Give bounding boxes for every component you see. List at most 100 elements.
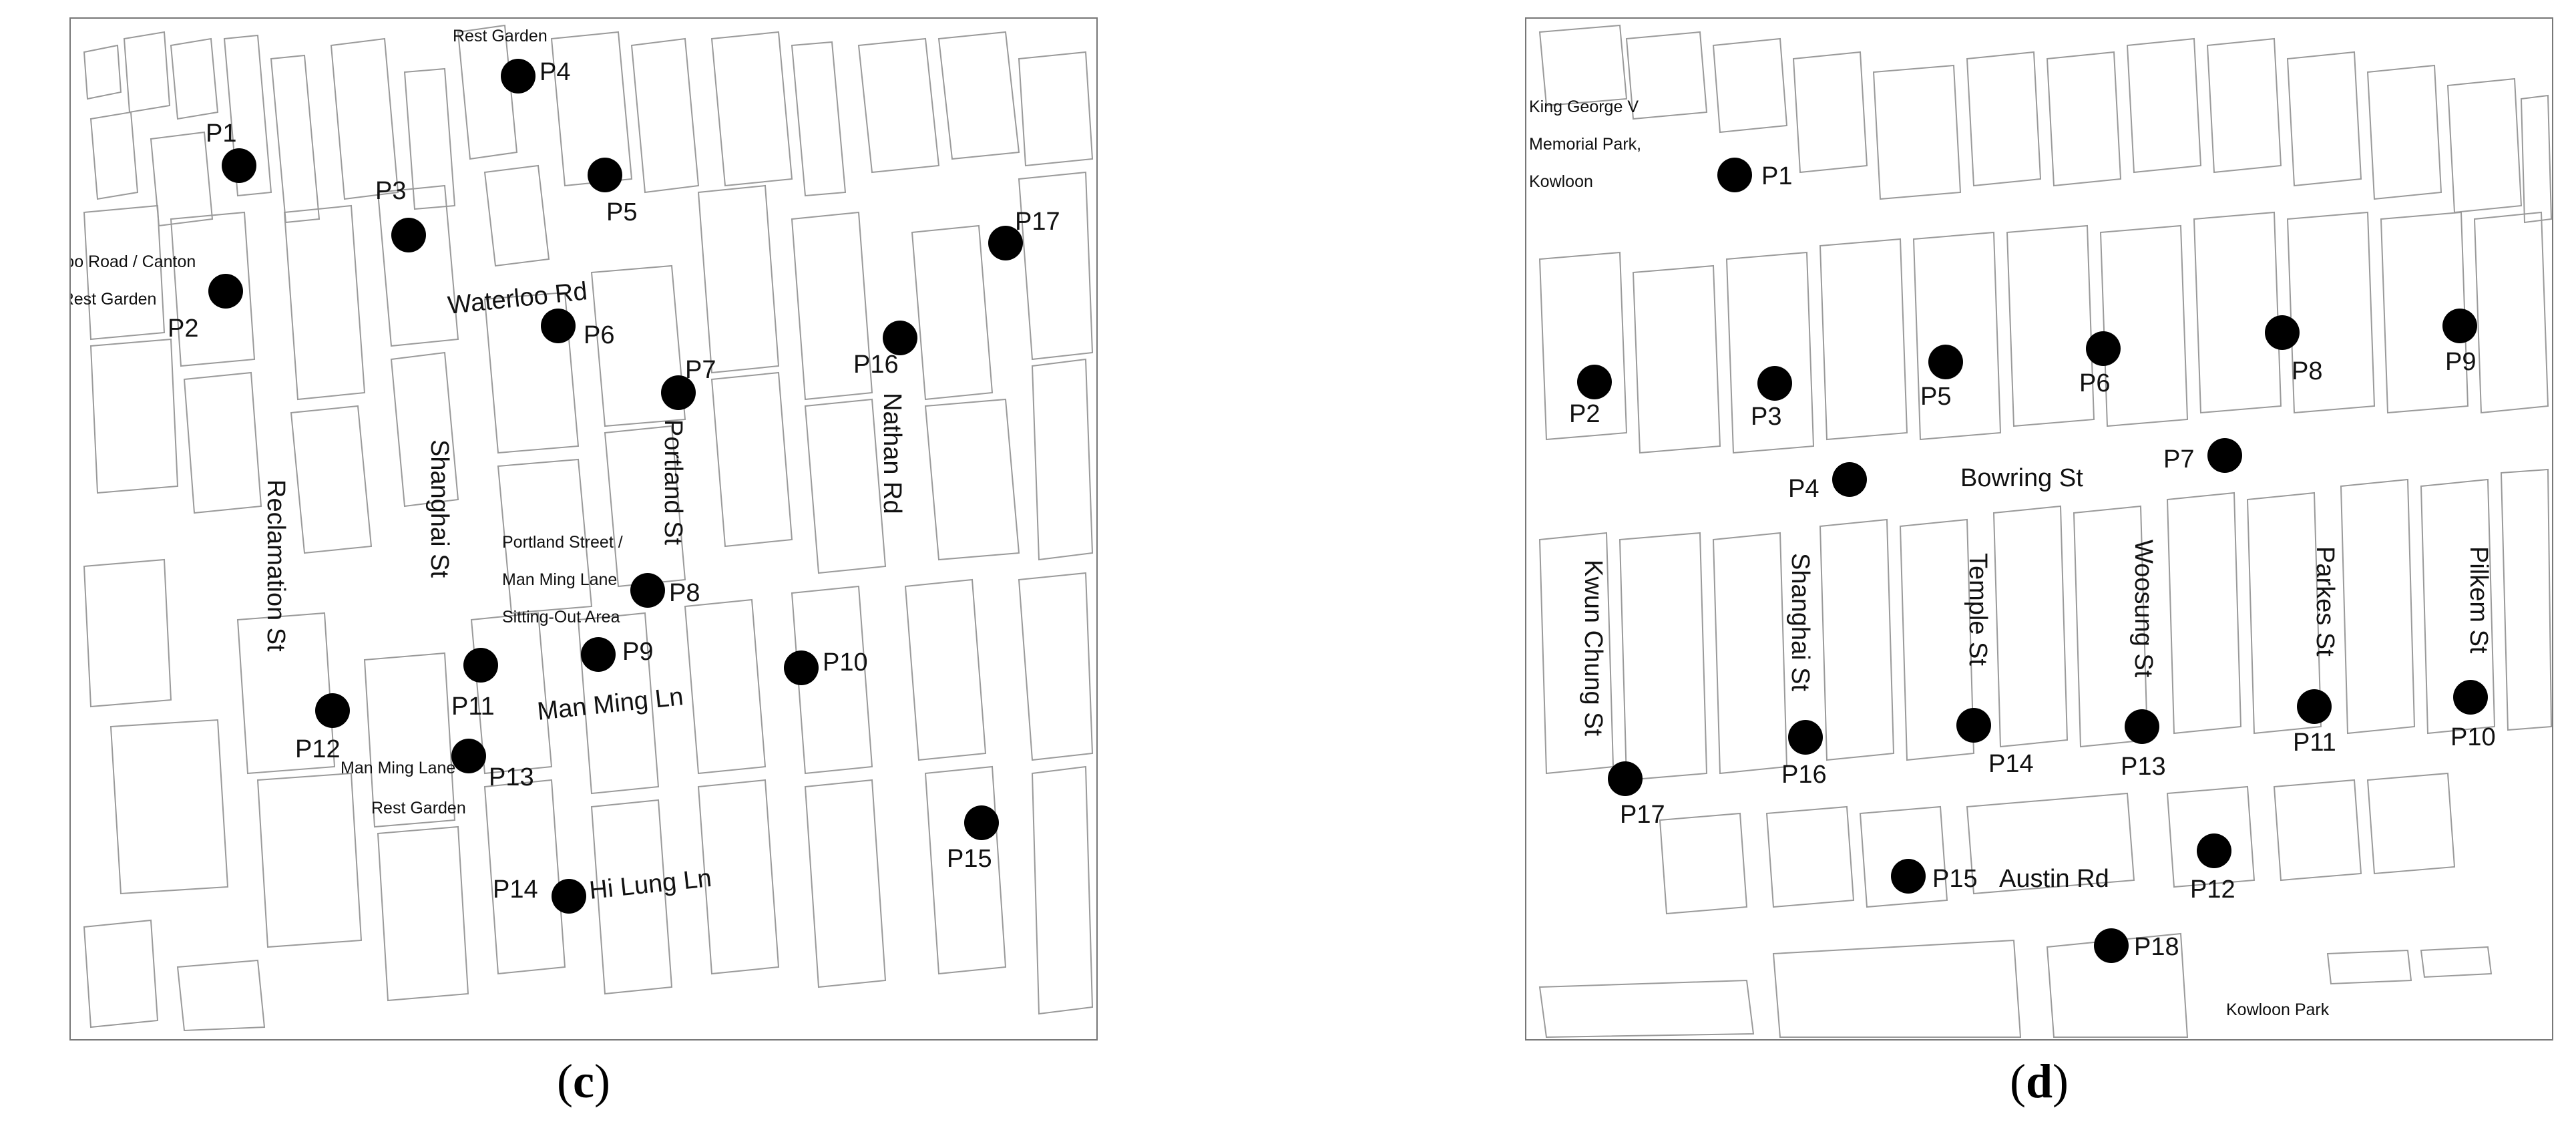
building-outlines-d [1538, 24, 2552, 1039]
point-marker-d-P1 [1717, 158, 1752, 192]
point-label-d-P3: P3 [1751, 403, 1781, 431]
caption-d-close-paren: ) [2053, 1055, 2069, 1108]
point-label-c-P8: P8 [669, 579, 700, 607]
point-labels-d: P1 P2 P3 P4 P5 P6 P7 P8 P9 P10 P11 P12 P… [1569, 162, 2496, 961]
point-markers-c [208, 59, 1023, 914]
point-label-c-P16: P16 [853, 351, 899, 379]
street-label-temple-st: Temple St [1964, 553, 1992, 666]
place-label-king-george-line1: King George V [1529, 98, 1639, 116]
place-label-king-george-line3: Kowloon [1529, 172, 1593, 191]
place-label-portland-man-ming-line3: Sitting-Out Area [502, 608, 620, 626]
map-panel-c: P1 P2 P3 P4 P5 P6 P7 P8 P9 P10 P11 P12 P… [69, 17, 1098, 1041]
point-label-c-P12: P12 [295, 735, 341, 763]
caption-c-close-paren: ) [594, 1055, 610, 1108]
point-marker-c-P2 [208, 274, 243, 309]
place-labels-c: Rest Garden Waterloo Road / Canton Road … [71, 27, 623, 817]
point-label-c-P6: P6 [584, 321, 614, 349]
point-marker-c-P8 [630, 573, 665, 608]
caption-c-letter: c [573, 1055, 594, 1108]
street-label-hi-lung-ln: Hi Lung Ln [588, 864, 713, 905]
point-label-c-P3: P3 [375, 177, 406, 205]
point-label-d-P11: P11 [2293, 729, 2336, 757]
point-marker-d-P4 [1832, 462, 1867, 497]
point-label-c-P11: P11 [451, 693, 495, 721]
point-marker-d-P6 [2086, 331, 2121, 366]
point-labels-c: P1 P2 P3 P4 P5 P6 P7 P8 P9 P10 P11 P12 P… [168, 58, 1060, 904]
panel-caption-d: (d) [1972, 1054, 2106, 1109]
point-label-c-P2: P2 [168, 315, 198, 343]
street-label-bowring-st: Bowring St [1960, 464, 2083, 492]
place-label-waterloo-canton-line1: Waterloo Road / Canton [71, 252, 196, 271]
place-label-portland-man-ming-line2: Man Ming Lane [502, 570, 617, 589]
point-marker-c-P7 [661, 375, 696, 410]
point-label-d-P6: P6 [2079, 369, 2110, 397]
point-label-d-P18: P18 [2134, 933, 2179, 961]
street-label-nathan-rd: Nathan Rd [878, 393, 906, 514]
street-label-pilkem-st: Pilkem St [2464, 546, 2493, 654]
point-label-c-P4: P4 [540, 58, 570, 86]
point-label-d-P1: P1 [1761, 162, 1792, 190]
point-label-d-P5: P5 [1920, 383, 1951, 411]
building-outlines-c [83, 24, 1094, 1032]
point-marker-c-P10 [784, 650, 819, 685]
point-marker-c-P6 [541, 309, 576, 343]
place-label-king-george-line2: Memorial Park, [1529, 135, 1641, 154]
point-marker-c-P13 [451, 739, 486, 773]
point-marker-c-P15 [964, 805, 999, 840]
caption-d-open-paren: ( [2009, 1055, 2026, 1108]
street-label-shanghai-st: Shanghai St [425, 439, 453, 578]
point-label-d-P14: P14 [1988, 750, 2034, 778]
point-marker-c-P11 [463, 648, 498, 683]
street-label-austin-rd: Austin Rd [1999, 865, 2109, 893]
street-label-parkes-st: Parkes St [2311, 546, 2339, 656]
caption-d-letter: d [2025, 1055, 2053, 1108]
place-label-kowloon-park: Kowloon Park [2226, 1000, 2330, 1019]
place-label-man-ming-rest-line2: Rest Garden [371, 799, 466, 817]
point-label-d-P8: P8 [2292, 357, 2322, 385]
point-label-c-P15: P15 [947, 845, 992, 873]
point-marker-c-P4 [501, 59, 535, 93]
point-marker-d-P2 [1577, 365, 1612, 399]
point-marker-d-P16 [1788, 720, 1823, 755]
point-label-d-P10: P10 [2450, 723, 2496, 751]
point-marker-c-P16 [883, 321, 917, 355]
point-marker-d-P14 [1956, 708, 1991, 743]
point-marker-d-P11 [2297, 689, 2332, 724]
point-marker-d-P18 [2094, 928, 2129, 963]
point-label-d-P7: P7 [2163, 445, 2194, 474]
point-marker-c-P17 [988, 226, 1023, 260]
map-d-svg: P1 P2 P3 P4 P5 P6 P7 P8 P9 P10 P11 P12 P… [1529, 24, 2552, 1039]
point-marker-c-P1 [222, 148, 256, 183]
point-marker-c-P5 [588, 158, 622, 192]
point-label-c-P1: P1 [206, 120, 236, 148]
street-label-man-ming-ln: Man Ming Ln [536, 683, 685, 726]
place-label-man-ming-rest-line1: Man Ming Lane [341, 759, 455, 777]
point-label-c-P13: P13 [489, 763, 534, 791]
place-label-portland-man-ming-line1: Portland Street / [502, 533, 623, 552]
point-label-c-P17: P17 [1015, 208, 1060, 236]
point-label-c-P7: P7 [685, 356, 716, 384]
point-marker-d-P7 [2207, 438, 2242, 473]
point-markers-d [1577, 158, 2488, 963]
point-label-c-P14: P14 [493, 876, 538, 904]
point-label-d-P16: P16 [1781, 761, 1827, 789]
point-label-c-P9: P9 [622, 638, 653, 666]
point-marker-d-P12 [2197, 833, 2231, 868]
point-marker-d-P10 [2453, 680, 2488, 715]
point-marker-c-P14 [552, 879, 586, 914]
point-label-c-P10: P10 [823, 648, 868, 677]
point-marker-d-P3 [1757, 366, 1792, 401]
street-label-woosung-st: Woosung St [2129, 540, 2157, 678]
point-marker-d-P5 [1928, 345, 1963, 379]
point-marker-d-P13 [2125, 709, 2159, 744]
point-marker-d-P17 [1608, 761, 1643, 796]
place-labels-d: King George V Memorial Park, Kowloon Kow… [1529, 98, 2330, 1019]
point-label-d-P15: P15 [1932, 865, 1978, 893]
point-label-d-P9: P9 [2445, 348, 2476, 376]
point-label-d-P17: P17 [1620, 801, 1665, 829]
caption-c-open-paren: ( [557, 1055, 574, 1108]
point-marker-d-P9 [2442, 309, 2477, 343]
point-marker-c-P12 [315, 693, 350, 728]
street-label-portland-st: Portland St [659, 419, 687, 545]
point-label-d-P2: P2 [1569, 400, 1600, 428]
